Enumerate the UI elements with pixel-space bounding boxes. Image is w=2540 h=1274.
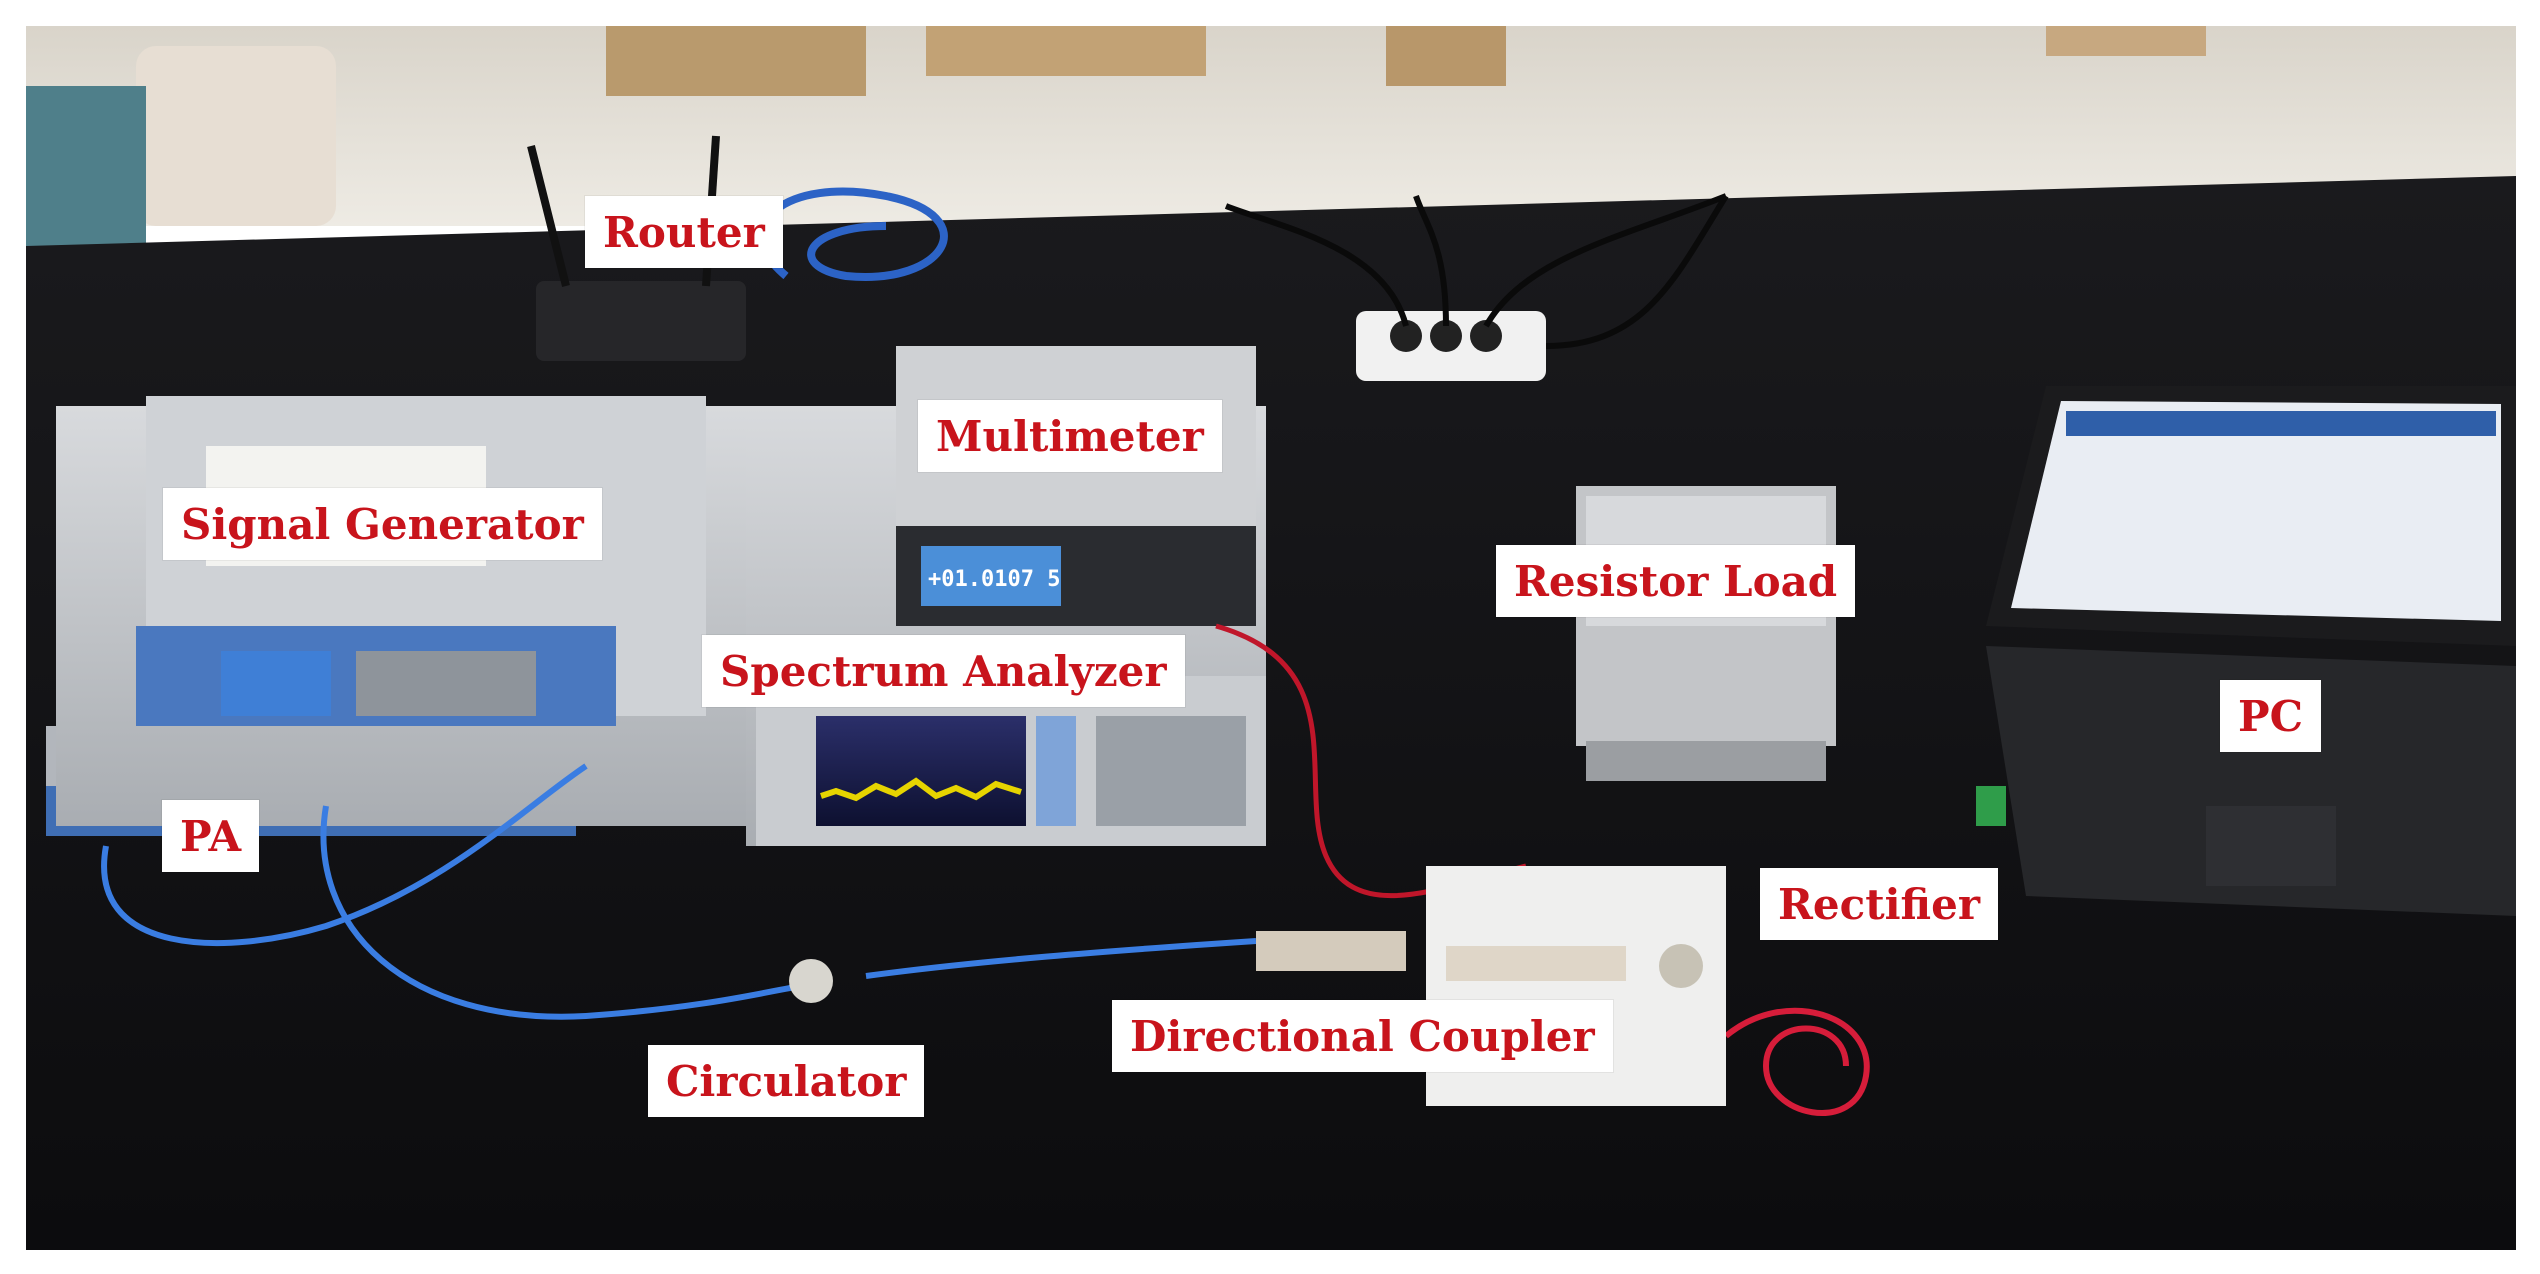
- multimeter-display: [921, 546, 1061, 606]
- laptop-touchpad: [2206, 806, 2336, 886]
- label-circulator: Circulator: [648, 1045, 925, 1117]
- box-1: [606, 26, 866, 96]
- lab-setup-photo: +01.0107 5: [26, 26, 2516, 1250]
- green-terminal: [1976, 786, 2006, 826]
- plug-2: [1430, 320, 1462, 352]
- label-multimeter: Multimeter: [918, 400, 1222, 472]
- box-2: [926, 26, 1206, 76]
- resistor-load-connectors: [1586, 741, 1826, 781]
- blue-coax-cable-2: [865, 938, 1257, 979]
- spectrum-trace: [820, 777, 1022, 802]
- signal-generator-keys: [356, 651, 536, 716]
- box-4: [2046, 26, 2206, 56]
- label-pc: PC: [2220, 680, 2322, 752]
- box-3: [1386, 26, 1506, 86]
- router-antenna-1: [527, 145, 570, 287]
- rectifier-device: [1659, 944, 1703, 988]
- laptop-screen: [2011, 401, 2501, 621]
- label-router: Router: [585, 196, 783, 268]
- laptop-keyboard-deck: [1986, 646, 2516, 916]
- label-signal-generator: Signal Generator: [163, 488, 602, 560]
- spectrum-analyzer-softkeys: [1036, 716, 1076, 826]
- circulator-device: [789, 959, 833, 1003]
- plug-3: [1470, 320, 1502, 352]
- coupler-on-board: [1446, 946, 1626, 981]
- multimeter-reading: +01.0107 5: [928, 567, 1060, 592]
- spectrum-analyzer-screen: [816, 716, 1026, 826]
- router-device: [536, 281, 746, 361]
- red-coil: [1724, 1007, 1870, 1116]
- plug-1: [1390, 320, 1422, 352]
- power-cables: [1224, 193, 1729, 349]
- coupler-device: [1256, 931, 1406, 971]
- label-rectifier: Rectifier: [1760, 868, 1998, 940]
- label-pa: PA: [162, 800, 260, 872]
- label-directional-coupler: Directional Coupler: [1112, 1000, 1613, 1072]
- signal-generator-screen: [221, 651, 331, 716]
- laptop-screen-toolbar: [2066, 411, 2496, 436]
- blue-coax-cable: [101, 763, 807, 1020]
- spectrum-analyzer-keypad: [1096, 716, 1246, 826]
- stool: [136, 46, 336, 226]
- label-resistor-load: Resistor Load: [1496, 545, 1856, 617]
- label-spectrum-analyzer: Spectrum Analyzer: [702, 635, 1185, 707]
